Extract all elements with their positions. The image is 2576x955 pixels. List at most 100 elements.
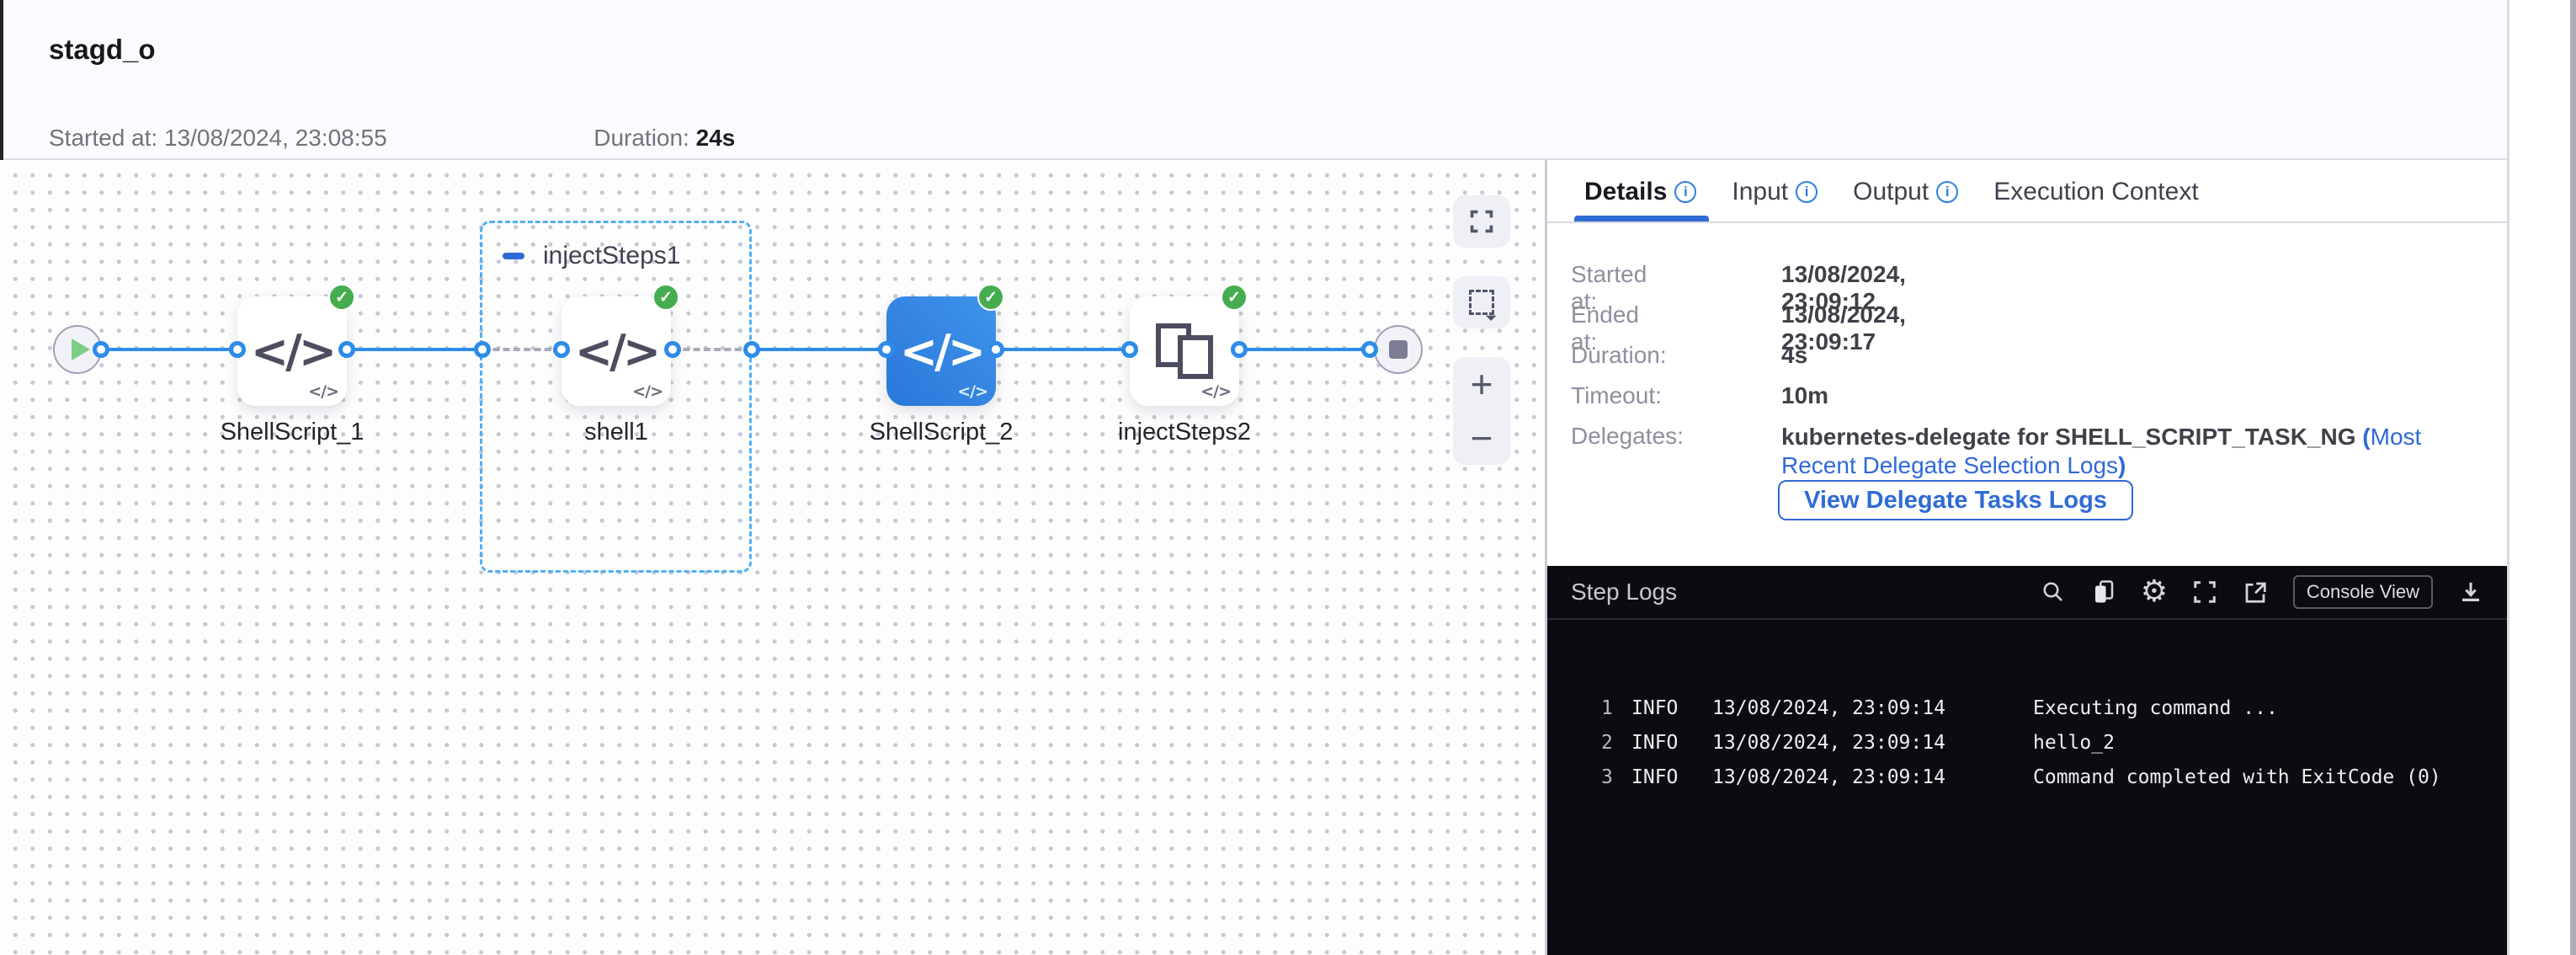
- shell-script-icon: </>: [250, 324, 337, 378]
- port: [743, 341, 760, 358]
- log-timestamp: 13/08/2024, 23:09:14: [1712, 766, 1945, 788]
- port: [229, 341, 246, 358]
- group-label[interactable]: injectSteps1: [543, 242, 681, 269]
- timeout-value: 10m: [1781, 382, 1829, 408]
- open-in-new-window-icon[interactable]: [2243, 579, 2268, 605]
- started-at-label: Started at:: [1571, 261, 1647, 314]
- duration-label: Duration:: [1571, 342, 1667, 368]
- started-at-label: Started at:: [49, 125, 158, 151]
- execution-header: stagd_o Started at: 13/08/2024, 23:08:55…: [0, 0, 2507, 160]
- success-badge: ✓: [328, 284, 355, 311]
- search-icon[interactable]: [2041, 579, 2066, 605]
- info-icon[interactable]: i: [1936, 180, 1959, 203]
- tab-output-label: Output: [1853, 177, 1929, 205]
- log-level: INFO: [1631, 766, 1679, 788]
- port: [1121, 341, 1138, 358]
- success-badge: ✓: [977, 284, 1004, 311]
- pipeline-start-node[interactable]: [53, 325, 102, 374]
- log-line: 3 INFO 13/08/2024, 23:09:14 Command comp…: [1547, 760, 2507, 794]
- success-badge: ✓: [1221, 284, 1248, 311]
- step-logs-panel: Step Logs ⚙: [1547, 566, 2507, 955]
- step-node-shellscript1[interactable]: </> </> ✓: [237, 284, 355, 406]
- right-collapsed-rail[interactable]: [2507, 0, 2576, 955]
- code-corner-icon: </>: [957, 382, 988, 401]
- log-line-number: 2: [1601, 731, 1613, 754]
- tab-input-label: Input: [1732, 177, 1789, 205]
- fullscreen-logs-icon[interactable]: [2192, 579, 2217, 605]
- edge-shellscript1-to-group: [347, 348, 482, 351]
- view-delegate-tasks-logs-button[interactable]: View Delegate Tasks Logs: [1778, 480, 2133, 520]
- marquee-icon: [1469, 290, 1494, 315]
- duration-value: 24s: [695, 125, 736, 151]
- port: [93, 341, 109, 358]
- node-label: injectSteps2: [1118, 419, 1251, 445]
- details-tabs: Details i Input i Output i Execution Con…: [1547, 162, 2507, 223]
- edge-injectsteps2-to-end: [1239, 348, 1370, 351]
- tab-details[interactable]: Details i: [1584, 177, 1697, 206]
- port: [987, 341, 1004, 358]
- step-details-panel: Details i Input i Output i Execution Con…: [1547, 162, 2507, 566]
- port: [664, 341, 681, 358]
- panel-divider: [1545, 160, 1547, 955]
- fit-to-screen-button[interactable]: [1453, 195, 1510, 248]
- zoom-out-button[interactable]: −: [1470, 416, 1493, 460]
- shell-script-icon: </>: [574, 324, 661, 378]
- log-level: INFO: [1631, 696, 1679, 719]
- download-logs-icon[interactable]: [2458, 579, 2483, 605]
- success-badge: ✓: [652, 284, 679, 311]
- delegates-value: kubernetes-delegate for SHELL_SCRIPT_TAS…: [1781, 423, 2463, 480]
- paren-close: ): [2118, 452, 2126, 478]
- settings-gear-icon[interactable]: ⚙: [2140, 574, 2169, 609]
- node-label: ShellScript_1: [220, 419, 365, 445]
- tab-execution-context[interactable]: Execution Context: [1993, 178, 2198, 206]
- log-line-number: 1: [1601, 696, 1613, 719]
- step-node-shellscript2-selected[interactable]: </> </> ✓: [886, 284, 1004, 406]
- tab-details-label: Details: [1584, 177, 1668, 205]
- step-node-injectsteps2[interactable]: </> ✓: [1130, 284, 1248, 406]
- info-icon[interactable]: i: [1674, 180, 1697, 203]
- log-level: INFO: [1631, 731, 1679, 754]
- edge-group-to-shellscript2: [752, 348, 886, 351]
- zoom-in-button[interactable]: +: [1470, 362, 1493, 406]
- console-view-button[interactable]: Console View: [2292, 575, 2433, 609]
- tab-output[interactable]: Output i: [1853, 177, 1959, 206]
- code-corner-icon: </>: [1200, 382, 1232, 401]
- log-lines[interactable]: 1 INFO 13/08/2024, 23:09:14 Executing co…: [1547, 691, 2507, 794]
- delegate-selection-logs-link[interactable]: Most Recent Delegate Selection Logs: [1781, 424, 2422, 478]
- tab-execution-context-label: Execution Context: [1993, 177, 2199, 205]
- tab-input[interactable]: Input i: [1732, 178, 1818, 206]
- marquee-select-button[interactable]: [1453, 276, 1510, 328]
- started-at-value: 13/08/2024, 23:08:55: [163, 125, 387, 151]
- step-node-shell1[interactable]: </> </> ✓: [562, 284, 679, 406]
- timeout-label: Timeout:: [1571, 382, 1662, 408]
- copy-steps-icon: [1156, 323, 1213, 379]
- log-timestamp: 13/08/2024, 23:09:14: [1712, 731, 1945, 754]
- step-group-injectSteps1[interactable]: injectSteps1: [480, 221, 752, 573]
- ended-at-label: Ended at:: [1571, 301, 1639, 355]
- step-logs-header: Step Logs ⚙: [1547, 566, 2507, 620]
- stop-icon: [1389, 340, 1408, 359]
- port: [338, 341, 355, 358]
- duration-label: Duration:: [593, 125, 689, 151]
- log-line: 1 INFO 13/08/2024, 23:09:14 Executing co…: [1547, 691, 2507, 725]
- log-message: hello_2: [2033, 731, 2115, 754]
- stage-title: stagd_o: [49, 34, 156, 65]
- pipeline-end-node[interactable]: [1374, 325, 1423, 374]
- duration-value: 4s: [1781, 342, 1808, 368]
- execution-meta: Started at: 13/08/2024, 23:08:55 Duratio…: [49, 125, 735, 152]
- collapse-group-icon[interactable]: [503, 253, 524, 259]
- pipeline-canvas[interactable]: injectSteps1 </> </> ✓ </> </> ✓ </> </>…: [0, 162, 1545, 955]
- copy-logs-icon[interactable]: [2091, 579, 2116, 605]
- log-message: Command completed with ExitCode (0): [2033, 766, 2441, 788]
- port: [553, 341, 570, 358]
- fullscreen-icon: [1470, 210, 1493, 233]
- shell-script-icon: </>: [899, 324, 986, 378]
- zoom-controls: + −: [1453, 357, 1510, 465]
- started-at-value: 13/08/2024, 23:09:12: [1781, 261, 1906, 314]
- left-rail-divider: [0, 0, 3, 160]
- delegates-label: Delegates:: [1571, 423, 1684, 449]
- canvas-controls: + −: [1453, 195, 1510, 494]
- info-icon[interactable]: i: [1796, 180, 1818, 203]
- node-label: shell1: [584, 419, 648, 445]
- log-line: 2 INFO 13/08/2024, 23:09:14 hello_2: [1547, 725, 2507, 760]
